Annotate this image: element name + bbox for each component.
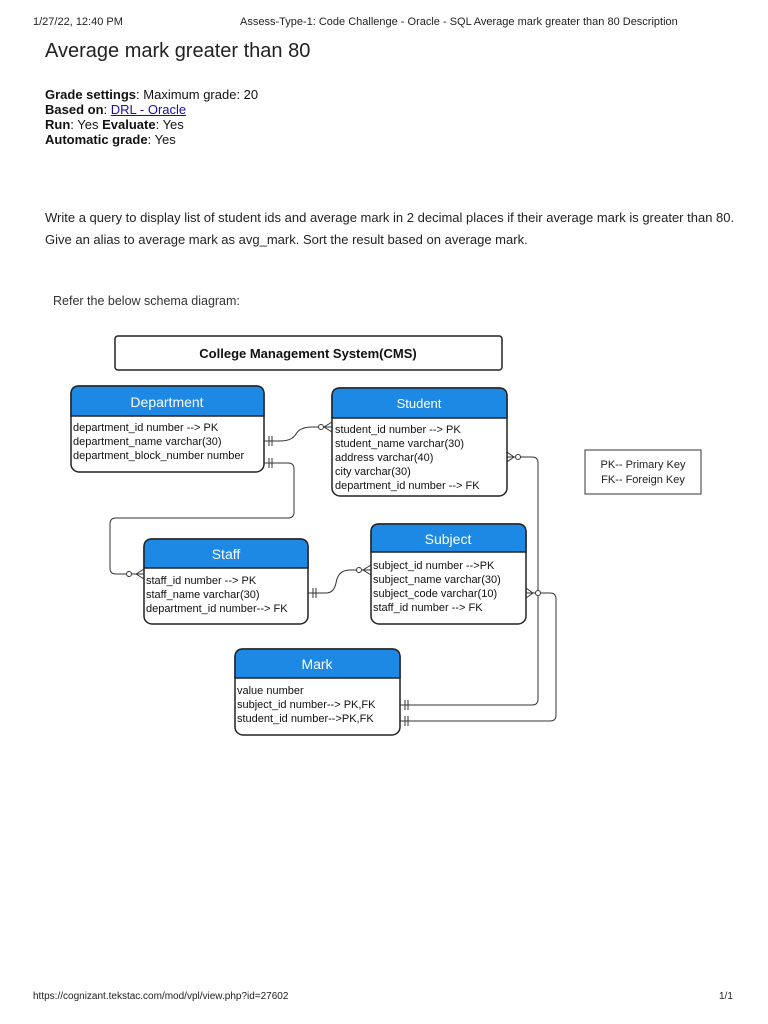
student-field: student_name varchar(30)	[335, 438, 464, 450]
staff-field: staff_id number --> PK	[146, 575, 257, 587]
entity-subject-title: Subject	[425, 531, 472, 547]
automatic-grade-row: Automatic grade: Yes	[45, 132, 176, 147]
student-field: city varchar(30)	[335, 466, 411, 478]
subject-field: subject_name varchar(30)	[373, 574, 501, 586]
entity-student: Student student_id number --> PK student…	[331, 387, 508, 497]
subject-field: subject_code varchar(10)	[373, 588, 497, 600]
print-date: 1/27/22, 12:40 PM	[33, 16, 123, 28]
refer-text: Refer the below schema diagram:	[53, 294, 240, 308]
print-url: https://cognizant.tekstac.com/mod/vpl/vi…	[33, 991, 289, 1002]
subject-field: staff_id number --> FK	[373, 602, 483, 614]
mark-field: student_id number-->PK,FK	[237, 713, 374, 725]
based-on-row: Based on: DRL - Oracle	[45, 102, 187, 117]
legend-pk: PK-- Primary Key	[601, 459, 686, 471]
entity-department: Department department_id number --> PK d…	[70, 385, 265, 473]
student-field: department_id number --> FK	[335, 480, 480, 492]
system-title: College Management System(CMS)	[199, 346, 416, 361]
task-description: Write a query to display list of student…	[45, 210, 735, 247]
department-field: department_name varchar(30)	[73, 436, 222, 448]
department-field: department_block_number number	[73, 450, 245, 462]
entity-subject: Subject subject_id number -->PK subject_…	[370, 523, 527, 625]
drl-oracle-link[interactable]: DRL - Oracle	[110, 102, 187, 117]
system-title-box	[114, 335, 503, 371]
entity-mark-title: Mark	[301, 656, 333, 672]
legend-box	[584, 449, 702, 495]
relationship-lines	[109, 421, 557, 726]
student-field: address varchar(40)	[335, 452, 433, 464]
entity-student-title: Student	[397, 396, 442, 411]
grade-meta: Grade settings: Maximum grade: 20 Based …	[45, 87, 258, 147]
student-field: student_id number --> PK	[335, 424, 461, 436]
grade-settings-row: Grade settings: Maximum grade: 20	[45, 87, 259, 102]
print-page-number: 1/1	[719, 991, 733, 1002]
entity-department-title: Department	[130, 394, 203, 410]
entity-mark: Mark value number subject_id number--> P…	[234, 648, 401, 736]
print-page-title: Assess-Type-1: Code Challenge - Oracle -…	[240, 16, 678, 28]
mark-field: value number	[237, 685, 304, 697]
staff-field: staff_name varchar(30)	[146, 589, 260, 601]
page-title: Average mark greater than 80	[45, 40, 311, 62]
staff-field: department_id number--> FK	[146, 603, 288, 615]
mark-field: subject_id number--> PK,FK	[237, 699, 376, 711]
entity-staff-title: Staff	[212, 546, 241, 562]
legend-fk: FK-- Foreign Key	[601, 474, 685, 486]
subject-field: subject_id number -->PK	[373, 560, 495, 572]
entity-staff: Staff staff_id number --> PK staff_name …	[143, 538, 309, 625]
department-field: department_id number --> PK	[73, 422, 219, 434]
run-evaluate-row: Run: Yes Evaluate: Yes	[45, 117, 184, 132]
